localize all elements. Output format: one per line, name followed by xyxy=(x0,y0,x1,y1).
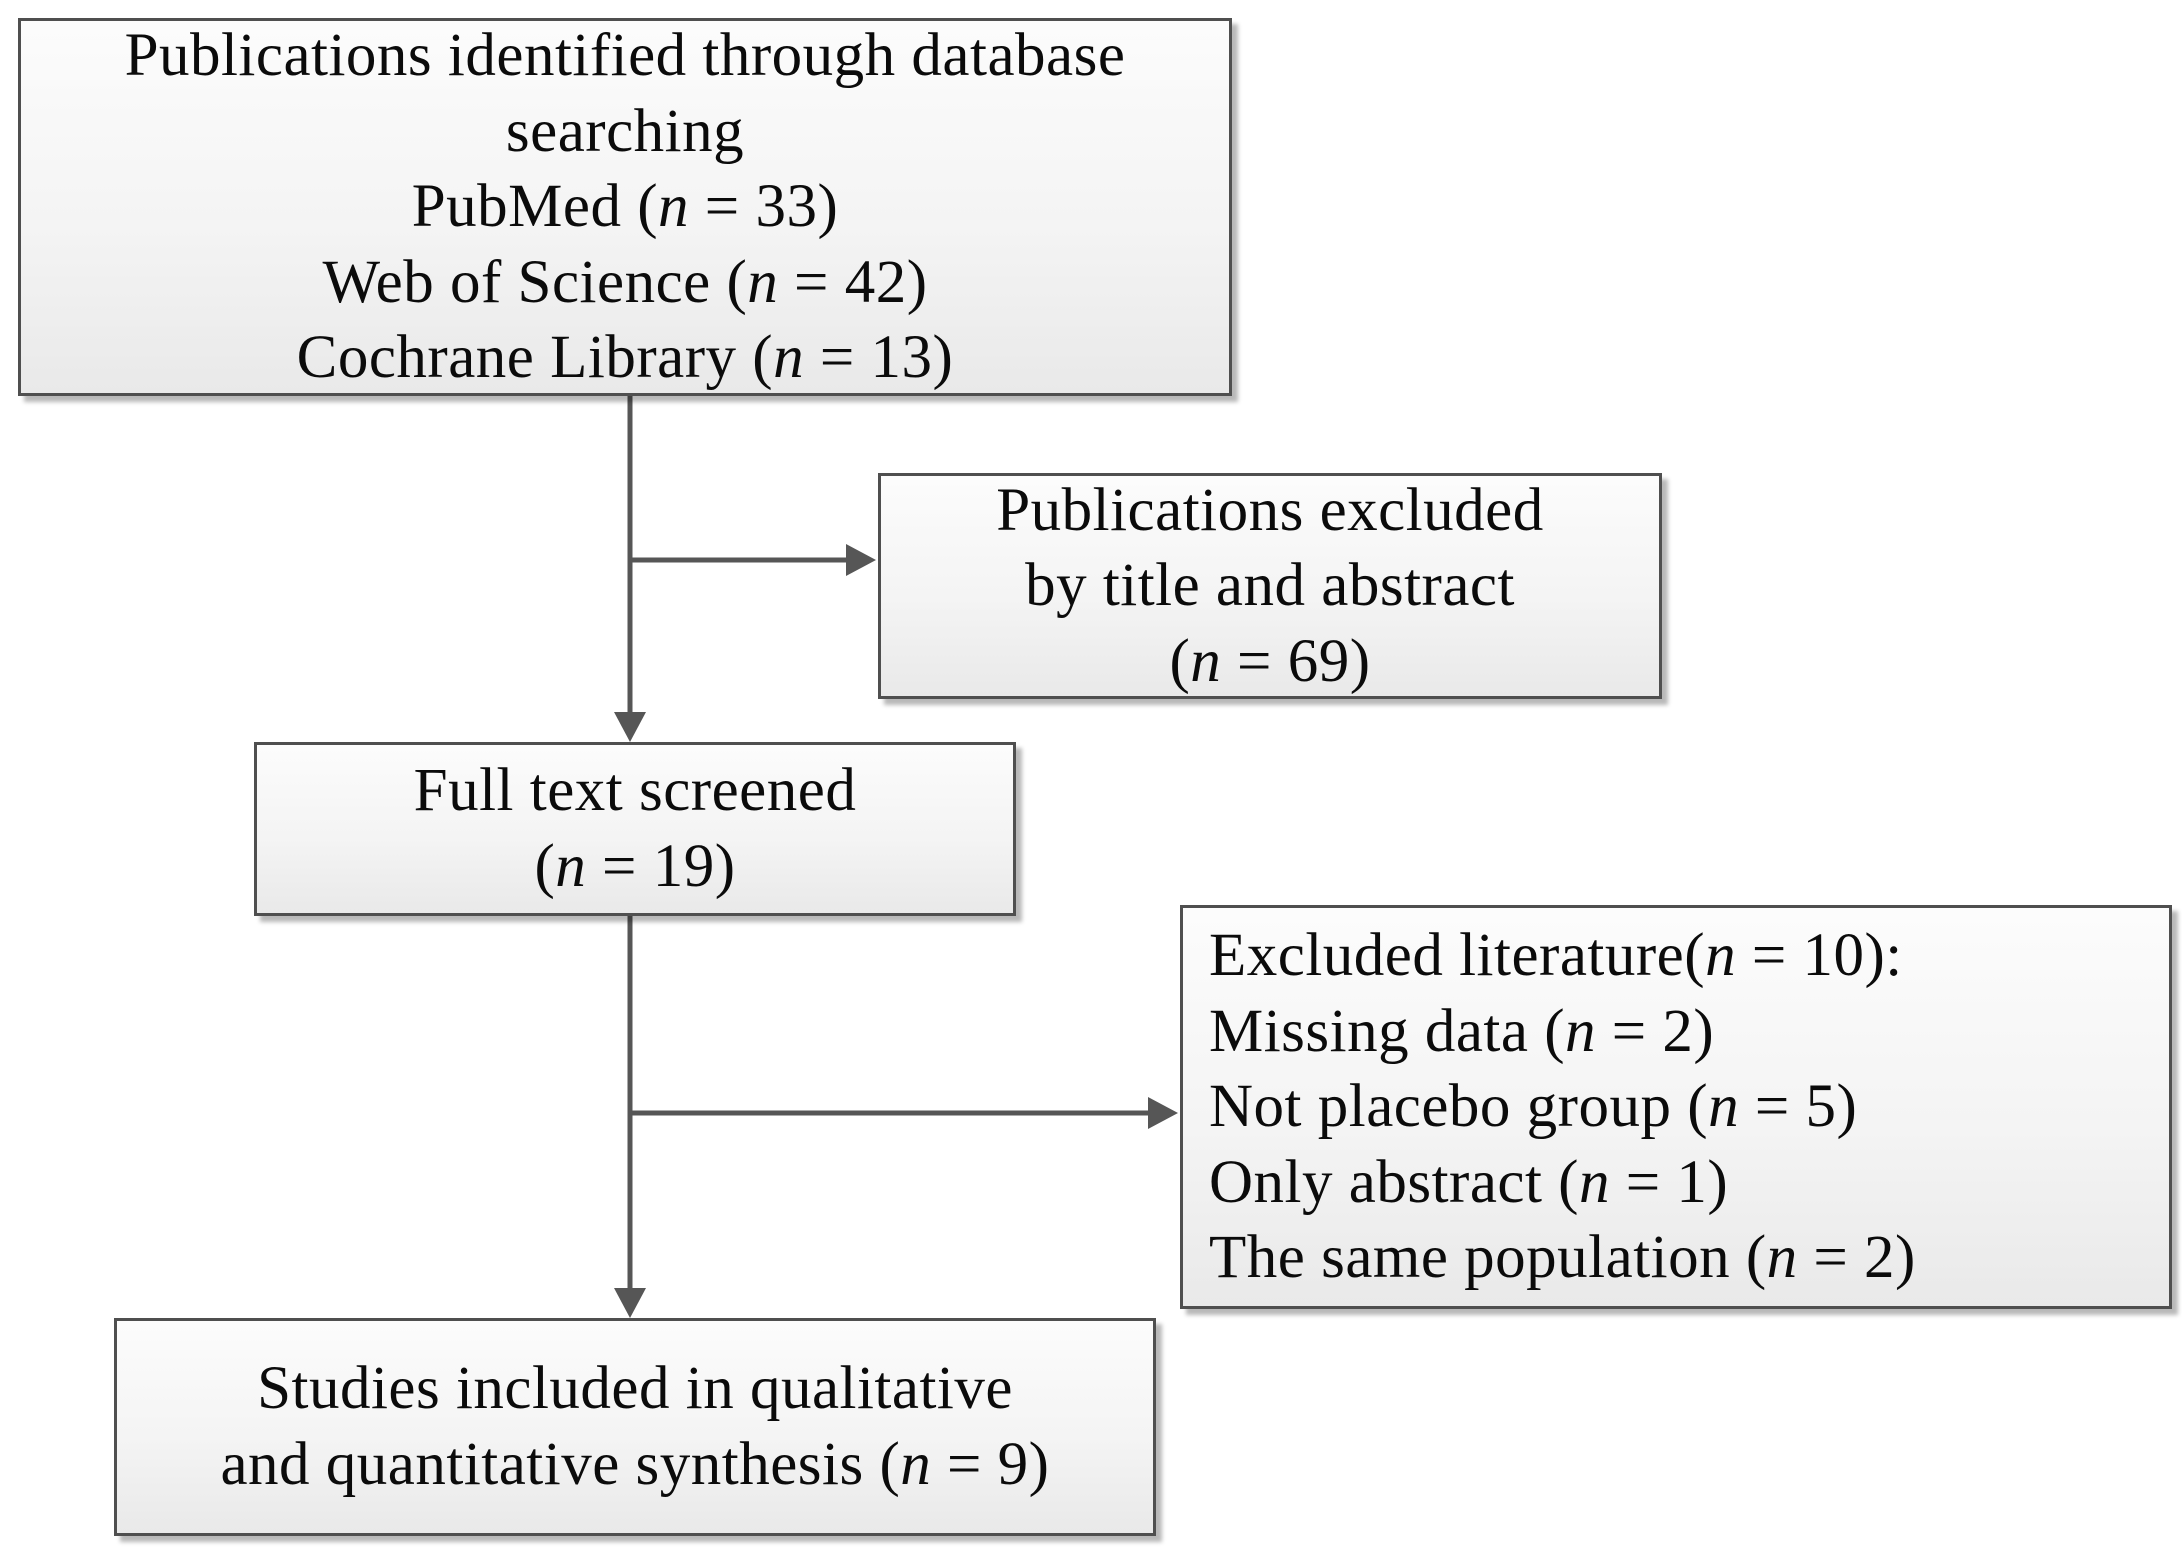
box-line: Full text screened xyxy=(413,757,857,825)
box-included-synthesis: Studies included in qualitative and quan… xyxy=(114,1318,1156,1536)
arrow-fulltext-to-included-head xyxy=(614,1288,646,1318)
box-line: The same population (n = 2) xyxy=(1209,1224,1916,1292)
box-line: Web of Science (n = 42) xyxy=(322,248,928,316)
box-line: Cochrane Library (n = 13) xyxy=(296,324,954,392)
box-line: Publications excluded xyxy=(996,476,1544,544)
arrow-branch-excluded-literature-head xyxy=(1148,1097,1178,1129)
box-line: Missing data (n = 2) xyxy=(1209,997,1715,1065)
box-line: Excluded literature(n = 10): xyxy=(1209,921,1903,989)
box-line: and quantitative synthesis (n = 9) xyxy=(220,1431,1050,1498)
box-identification: Publications identified through database… xyxy=(18,18,1232,396)
arrow-identification-to-fulltext-head xyxy=(614,712,646,742)
box-line: Publications identified through database xyxy=(124,21,1126,89)
box-line: PubMed (n = 33) xyxy=(411,173,839,241)
box-line: by title and abstract xyxy=(1025,552,1515,620)
box-line: searching xyxy=(505,97,745,165)
box-full-text-screened: Full text screened (n = 19) xyxy=(254,742,1016,916)
box-line: Not placebo group (n = 5) xyxy=(1209,1073,1858,1141)
box-excluded-literature: Excluded literature(n = 10): Missing dat… xyxy=(1180,905,2172,1309)
box-line: (n = 19) xyxy=(534,833,736,900)
box-line: (n = 69) xyxy=(1169,627,1371,695)
box-line: Only abstract (n = 1) xyxy=(1209,1148,1729,1216)
box-excluded-title-abstract: Publications excluded by title and abstr… xyxy=(878,473,1662,699)
box-line: Studies included in qualitative xyxy=(257,1355,1013,1423)
arrow-branch-excluded-title-head xyxy=(846,544,876,576)
